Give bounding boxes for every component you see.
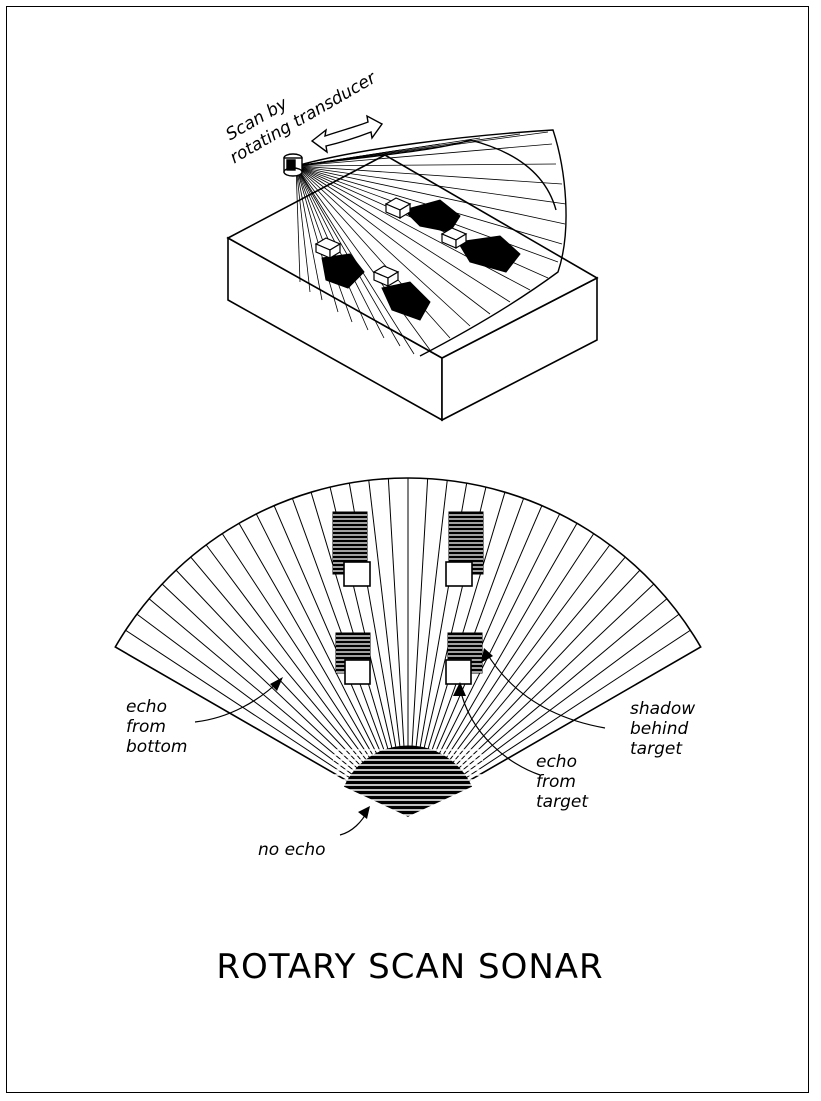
svg-text:from: from — [536, 772, 576, 792]
svg-text:shadow: shadow — [630, 699, 695, 719]
target-cube-3-right — [329, 242, 341, 260]
svg-text:echo: echo — [536, 752, 577, 772]
arrowhead-echo-bottom — [270, 677, 283, 691]
scan-beam-12 — [295, 165, 491, 315]
target-shadow-4 — [381, 281, 431, 321]
rotation-arrow-icon — [310, 114, 384, 154]
target-cube-1-right — [399, 202, 411, 220]
display-targets — [332, 511, 484, 685]
scan-beam-9 — [295, 165, 431, 351]
target-shadow-1 — [403, 199, 461, 233]
scan-envelope-outline — [295, 129, 567, 357]
transducer-icon — [283, 153, 303, 177]
label-echo-target: echo from target — [536, 752, 589, 812]
no-echo-zone — [343, 745, 473, 817]
svg-text:bottom: bottom — [126, 737, 187, 757]
scan-envelope — [295, 129, 567, 357]
arrowhead-echo-target — [453, 682, 466, 696]
sector-outline — [114, 477, 702, 817]
svg-text:target: target — [630, 739, 683, 759]
callout-arrowheads — [270, 648, 493, 819]
target-cube-4-right — [387, 270, 399, 288]
target-cube-2-right — [455, 232, 467, 250]
target-lower-left-echo — [344, 659, 371, 685]
scan-label: Scan by rotating transducer — [223, 68, 381, 168]
scan-beam-21 — [295, 163, 557, 167]
arrowhead-shadow — [481, 648, 493, 663]
target-lower-right-echo — [445, 659, 472, 685]
label-no-echo: no echo — [258, 840, 326, 860]
scan-beam-3 — [295, 165, 339, 313]
scan-beam-13 — [295, 165, 511, 303]
page-border — [6, 6, 809, 1093]
label-shadow: shadow behind target — [630, 699, 695, 759]
callout-shadow — [485, 651, 606, 729]
svg-text:echo: echo — [126, 697, 167, 717]
seabed-targets — [314, 197, 521, 321]
scan-beam-22 — [295, 143, 553, 167]
svg-text:behind: behind — [630, 719, 689, 739]
target-upper-left-echo — [343, 561, 371, 587]
svg-text:from: from — [126, 717, 166, 737]
scan-beam-0 — [295, 165, 301, 283]
scan-beam-19 — [295, 165, 567, 205]
sector-display — [114, 477, 702, 817]
callout-echo-target — [459, 687, 541, 776]
scan-beam-14 — [295, 165, 531, 291]
svg-text:target: target — [536, 792, 589, 812]
scan-envelope-inner — [295, 139, 557, 211]
scan-beam-20 — [295, 165, 563, 185]
scan-beam-18 — [295, 165, 566, 225]
scan-beam-2 — [295, 165, 323, 301]
target-shadow-3 — [321, 253, 365, 289]
svg-text:no echo: no echo — [258, 840, 326, 860]
scan-beam-11 — [295, 165, 471, 327]
arrowhead-no-echo — [358, 806, 370, 819]
target-shadow-2 — [457, 235, 521, 273]
page-title: ROTARY SCAN SONAR — [216, 947, 603, 987]
scan-beam-1 — [295, 165, 311, 293]
target-upper-right-echo — [445, 561, 473, 587]
label-echo-bottom: echo from bottom — [126, 697, 187, 757]
